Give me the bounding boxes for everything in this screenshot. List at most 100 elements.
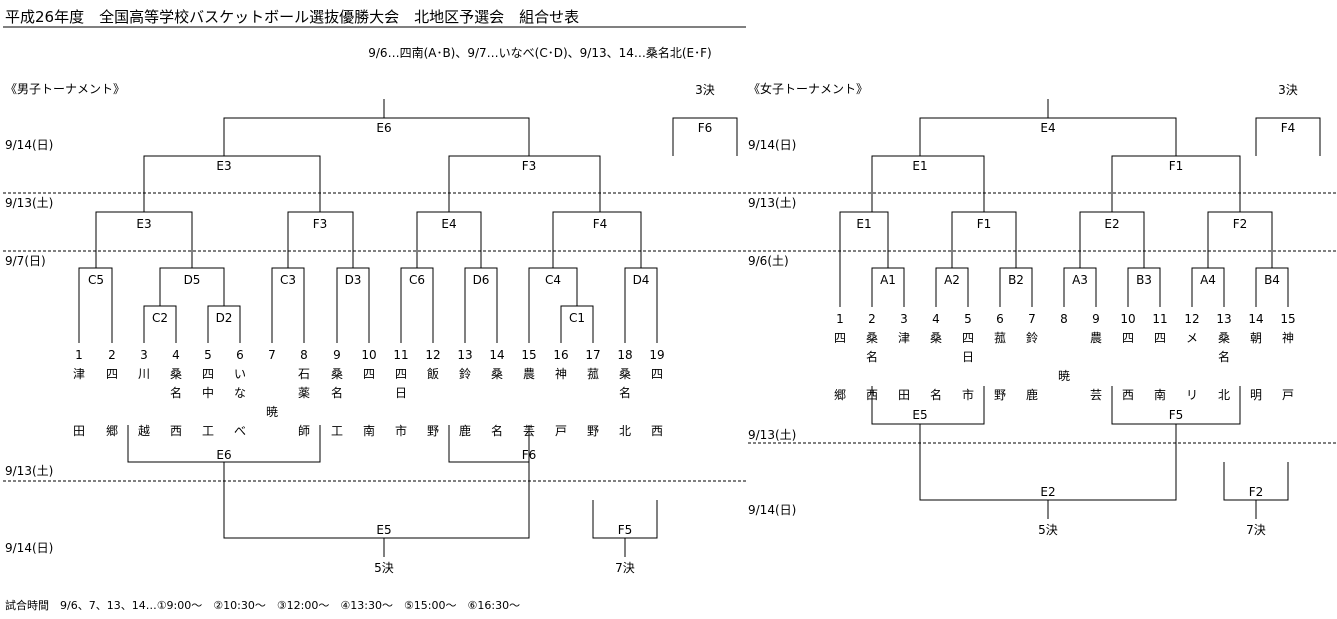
game-label: E5 xyxy=(912,408,927,422)
bracket-line xyxy=(552,211,642,268)
third-place-label: 3決 xyxy=(695,83,715,97)
game-label: C3 xyxy=(280,273,296,287)
game-label: D2 xyxy=(216,311,233,325)
team-number: 11 xyxy=(393,348,408,362)
bracket-line xyxy=(143,155,321,212)
team-number: 12 xyxy=(1184,312,1199,326)
team-name-char: 南 xyxy=(363,423,375,438)
game-label: F5 xyxy=(1169,408,1184,422)
team-name-char: 戸 xyxy=(555,424,567,438)
fifth-place-label: 5決 xyxy=(374,561,394,575)
game-label: A2 xyxy=(944,273,960,287)
bracket-line xyxy=(1255,117,1321,156)
girls-heading: 《女子トーナメント》 xyxy=(748,81,868,96)
team-name-char: 桑 xyxy=(491,367,503,381)
team-name-char: 名 xyxy=(331,385,343,400)
team-name-char: 石 xyxy=(298,367,310,381)
page-title: 平成26年度 全国高等学校バスケットボール選抜優勝大会 北地区予選会 組合せ表 xyxy=(5,8,579,26)
game-label: F4 xyxy=(1281,121,1296,135)
team-name-char: 北 xyxy=(1218,388,1230,402)
team-number: 18 xyxy=(617,348,632,362)
game-label: A4 xyxy=(1200,273,1216,287)
date-label: 9/14(日) xyxy=(748,503,796,517)
team-name-char: 鈴 xyxy=(1026,330,1038,345)
game-label: E2 xyxy=(1040,485,1055,499)
team-name-char: べ xyxy=(234,424,246,438)
team-name-char: 日 xyxy=(395,386,407,400)
bracket-line xyxy=(448,155,601,212)
team-name-char: 師 xyxy=(298,424,310,438)
team-name-char: 津 xyxy=(73,367,85,381)
game-label: B4 xyxy=(1264,273,1280,287)
team-number: 8 xyxy=(300,348,308,362)
team-name-char: 工 xyxy=(202,424,214,438)
team-number: 2 xyxy=(108,348,116,362)
game-label: A3 xyxy=(1072,273,1088,287)
game-label: F1 xyxy=(977,217,992,231)
team-name-char: 名 xyxy=(170,385,182,400)
bracket-line xyxy=(871,386,985,425)
bracket-line xyxy=(871,155,985,212)
team-name-char: 越 xyxy=(138,424,150,438)
team-number: 5 xyxy=(964,312,972,326)
date-label: 9/13(土) xyxy=(5,464,53,478)
team-name-char: 薬 xyxy=(298,386,310,400)
game-label: D3 xyxy=(345,273,362,287)
seventh-place-label: 7決 xyxy=(615,561,635,575)
team-name-char: 鹿 xyxy=(459,423,471,438)
team-name-char: 鹿 xyxy=(1026,387,1038,402)
team-name-char: 市 xyxy=(962,387,974,402)
team-name-char: 芸 xyxy=(1090,388,1102,402)
game-label: E4 xyxy=(441,217,456,231)
team-number: 9 xyxy=(1092,312,1100,326)
game-label: F6 xyxy=(522,448,537,462)
game-label: C4 xyxy=(545,273,561,287)
team-name-char: 桑 xyxy=(331,367,343,381)
team-number: 3 xyxy=(900,312,908,326)
team-name-char: 四 xyxy=(1122,331,1134,345)
game-label: C1 xyxy=(569,311,585,325)
game-label: F1 xyxy=(1169,159,1184,173)
team-number: 14 xyxy=(1248,312,1263,326)
game-label: E1 xyxy=(912,159,927,173)
team-number: 7 xyxy=(1028,312,1036,326)
team-name-char: 菰 xyxy=(994,331,1006,345)
game-label: F3 xyxy=(313,217,328,231)
team-number: 8 xyxy=(1060,312,1068,326)
team-name-char: 名 xyxy=(1218,349,1230,364)
team-name-char: 暁 xyxy=(266,405,278,419)
team-number: 14 xyxy=(489,348,504,362)
date-label: 9/13(土) xyxy=(748,428,796,442)
team-number: 10 xyxy=(361,348,376,362)
team-name-char: 市 xyxy=(395,423,407,438)
team-number: 10 xyxy=(1120,312,1135,326)
game-label: D6 xyxy=(473,273,490,287)
game-label: C6 xyxy=(409,273,425,287)
team-name-char: 野 xyxy=(587,424,599,438)
fifth-place-label: 5決 xyxy=(1038,523,1058,537)
team-name-char: リ xyxy=(1186,388,1198,402)
team-name-char: 農 xyxy=(523,367,535,381)
date-label: 9/14(日) xyxy=(5,541,53,555)
team-name-char: 野 xyxy=(994,388,1006,402)
team-name-char: 四 xyxy=(962,331,974,345)
third-place-label: 3決 xyxy=(1278,83,1298,97)
team-name-char: 戸 xyxy=(1282,388,1294,402)
team-number: 12 xyxy=(425,348,440,362)
team-name-char: 西 xyxy=(170,424,182,438)
bracket-line xyxy=(448,425,530,463)
team-name-char: 桑 xyxy=(930,331,942,345)
bracket-line xyxy=(223,117,530,156)
team-name-char: 桑 xyxy=(866,331,878,345)
team-name-char: 中 xyxy=(202,385,214,400)
date-label: 9/6(土) xyxy=(748,254,789,268)
team-number: 13 xyxy=(457,348,472,362)
game-label: F3 xyxy=(522,159,537,173)
team-name-char: 神 xyxy=(555,367,567,381)
team-name-char: 朝 xyxy=(1250,331,1262,345)
team-name-char: 飯 xyxy=(427,366,439,381)
team-number: 4 xyxy=(932,312,940,326)
team-number: 15 xyxy=(521,348,536,362)
team-name-char: 四 xyxy=(395,367,407,381)
